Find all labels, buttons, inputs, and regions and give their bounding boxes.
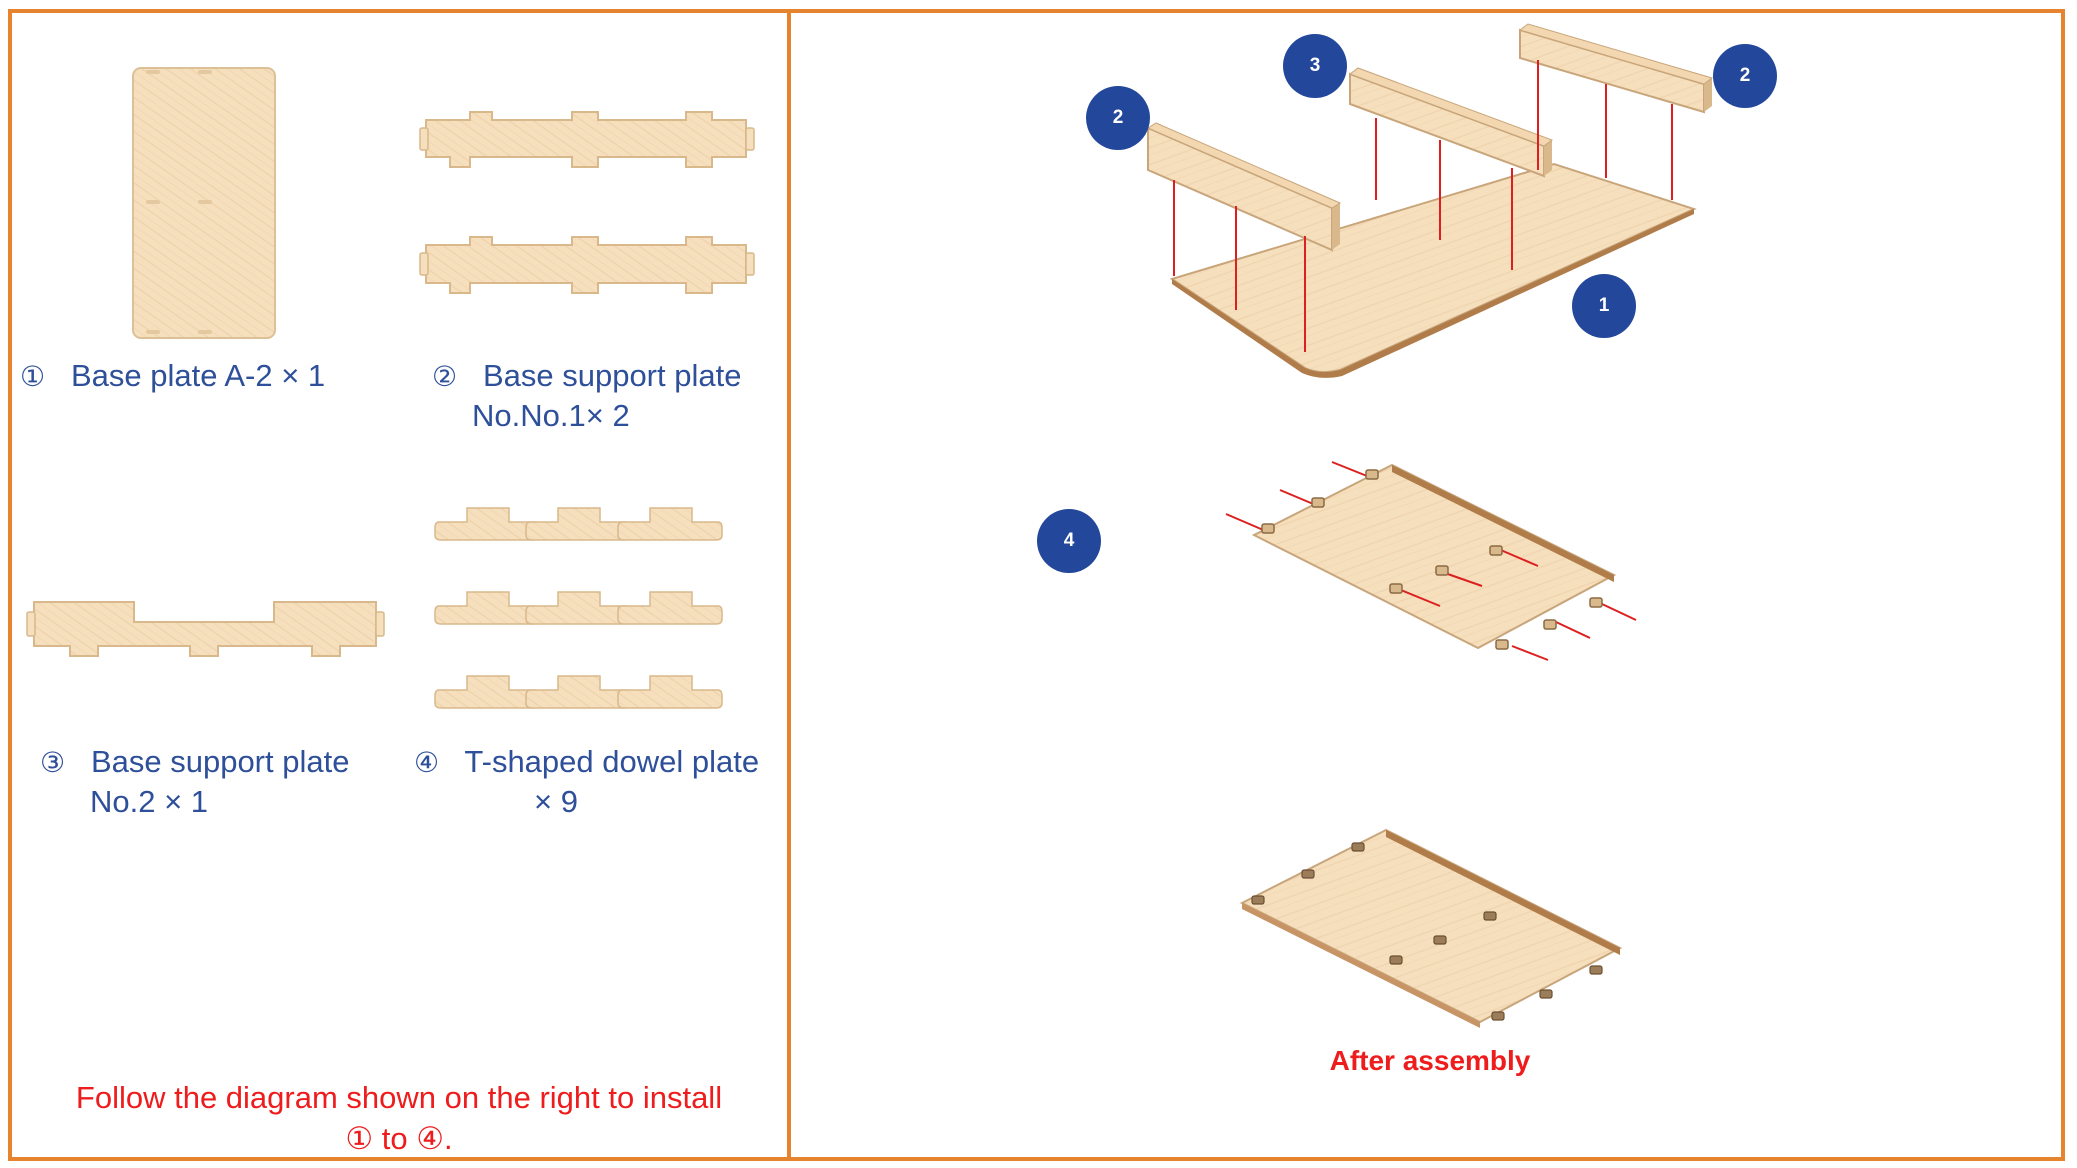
part-3-quantity: No.2 × 1 xyxy=(90,784,209,819)
support-plate-no1-bottom xyxy=(419,236,755,294)
support-plate-no2 xyxy=(26,601,385,657)
badge-step1-board2-right: 2 xyxy=(1713,44,1777,108)
install-instruction-line1: Follow the diagram shown on the right to… xyxy=(75,1080,723,1115)
step2-dowels xyxy=(1261,469,1603,650)
part-2-number: ② xyxy=(432,360,458,393)
parts-illustrations xyxy=(26,67,755,709)
t-dowel-3 xyxy=(617,507,723,541)
t-dowel-grid xyxy=(434,507,723,709)
part-1-label: ① Base plate A-2 × 1 xyxy=(20,356,325,397)
part-4-name: T-shaped dowel plate xyxy=(464,744,760,779)
outer-frame xyxy=(8,9,2065,1161)
part-2-name: Base support plate xyxy=(482,358,742,393)
t-dowel-9 xyxy=(617,675,723,709)
part-1-number: ① xyxy=(20,360,46,393)
part-4-quantity: × 9 xyxy=(534,784,578,819)
install-instruction-line2: ① to ④. xyxy=(345,1121,453,1156)
assembled-plate xyxy=(1239,828,1623,1028)
part-3-name: Base support plate xyxy=(90,744,350,779)
badge-step2-dowels: 4 xyxy=(1037,509,1101,573)
part-3-label: ③ Base support plate xyxy=(40,742,349,783)
step1-board-left xyxy=(1146,122,1342,252)
support-plate-no1-top xyxy=(419,111,755,168)
badge-step1-board3: 3 xyxy=(1283,34,1347,98)
t-dowel-6 xyxy=(617,591,723,625)
part-1-name: Base plate A-2 × 1 xyxy=(70,358,326,393)
base-plate-illustration xyxy=(132,67,276,339)
step1-board-middle xyxy=(1348,67,1554,178)
step2-plate xyxy=(1251,463,1617,650)
assembled-dowels xyxy=(1251,842,1603,1021)
panel-divider xyxy=(787,9,791,1161)
part-2-label: ② Base support plate xyxy=(432,356,741,397)
badge-step1-base: 1 xyxy=(1572,274,1636,338)
step1-board-right xyxy=(1518,23,1714,114)
badge-step1-board2-left: 2 xyxy=(1086,86,1150,150)
part-3-number: ③ xyxy=(40,746,66,779)
step1-base-plate xyxy=(1169,162,1697,378)
part-2-quantity: No.No.1× 2 xyxy=(472,398,630,433)
part-4-number: ④ xyxy=(414,746,440,779)
after-assembly-caption: After assembly xyxy=(1329,1045,1531,1076)
part-4-label: ④ T-shaped dowel plate xyxy=(414,742,759,783)
step2-dowel-arrows xyxy=(1225,461,1637,661)
step1-arrows xyxy=(1173,60,1673,352)
